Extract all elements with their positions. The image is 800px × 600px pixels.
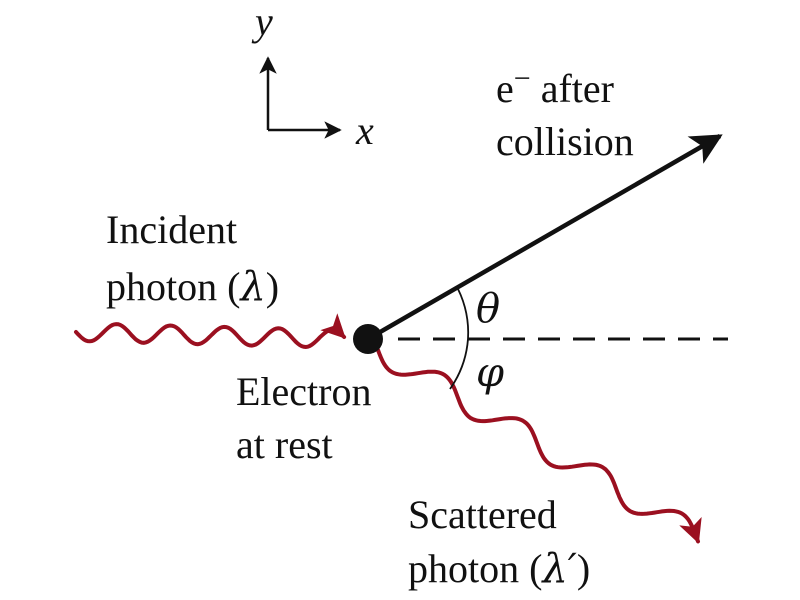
electron-symbol: e	[496, 66, 514, 111]
scattered-photon-suffix: )	[577, 546, 590, 591]
scattered-photon-line1: Scattered	[408, 492, 557, 537]
svg-text:e− after: e− after	[496, 62, 614, 111]
svg-text:photon (λ′): photon (λ′)	[408, 546, 590, 592]
incident-photon-wave	[74, 313, 347, 350]
scattered-photon-wave	[376, 348, 702, 544]
phi-label: φ	[476, 350, 504, 396]
x-axis-label: x	[355, 108, 374, 153]
electron-after-text: after	[531, 66, 614, 111]
incident-photon-label: Incident photon (λ)	[106, 207, 279, 310]
lambda-symbol: λ	[238, 264, 265, 310]
electron-charge-superscript: −	[514, 62, 531, 95]
lambda-prime-symbol: λ′	[540, 546, 576, 592]
theta-angle-arc	[457, 288, 470, 340]
coordinate-axes: y x	[251, 0, 374, 153]
electron-rest-line2: at rest	[236, 422, 333, 467]
electron-at-rest-label: Electron at rest	[236, 369, 372, 467]
electron-after-collision-label: e− after collision	[496, 62, 634, 164]
phi-angle-arc	[449, 338, 469, 390]
svg-text:photon (λ): photon (λ)	[106, 264, 279, 310]
electron-dot	[353, 324, 383, 354]
y-axis-label: y	[251, 0, 273, 44]
incident-photon-prefix: photon (	[106, 264, 240, 309]
electron-after-line2: collision	[496, 119, 634, 164]
electron-rest-line1: Electron	[236, 369, 372, 414]
electron-trajectory-arrow	[366, 134, 723, 341]
incident-photon-line1: Incident	[106, 207, 237, 252]
incident-photon-suffix: )	[266, 264, 279, 309]
scattered-photon-prefix: photon (	[408, 546, 542, 591]
theta-label: θ	[476, 286, 500, 332]
scattered-photon-label: Scattered photon (λ′)	[408, 492, 590, 592]
